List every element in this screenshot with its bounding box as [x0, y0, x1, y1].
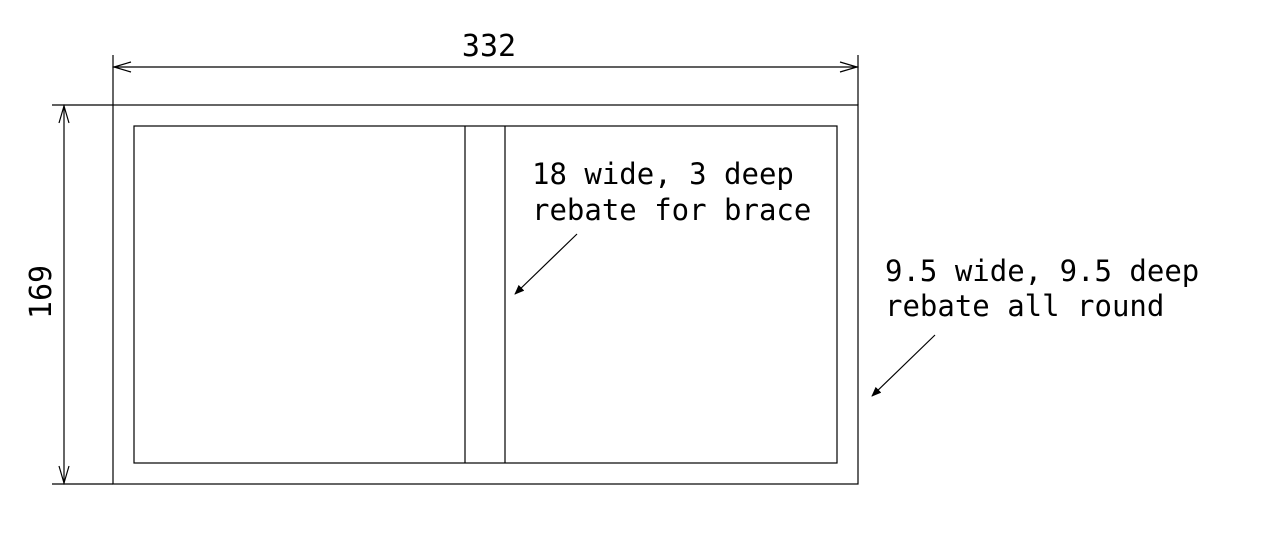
height-arrowhead-top: [58, 103, 70, 124]
brace-rebate-note: 18 wide, 3 deep rebate for brace: [514, 157, 811, 295]
width-arrowhead-right: [839, 61, 860, 73]
brace-note-line-2: rebate for brace: [532, 193, 811, 227]
outer-note-line-2: rebate all round: [885, 289, 1164, 323]
height-label: 169: [24, 265, 59, 319]
brace-leader-arrow: [514, 233, 578, 295]
outer-leader-arrow: [871, 334, 936, 397]
height-dimension: 169: [24, 103, 113, 486]
brace-note-line-1: 18 wide, 3 deep: [532, 157, 794, 191]
width-label: 332: [462, 29, 516, 64]
panel-outline: [112, 104, 859, 485]
rebate-outline: [133, 125, 838, 464]
width-arrowhead-left: [111, 61, 132, 73]
height-arrowhead-bottom: [58, 465, 70, 486]
outer-note-line-1: 9.5 wide, 9.5 deep: [885, 254, 1199, 288]
outer-rebate-note: 9.5 wide, 9.5 deep rebate all round: [871, 254, 1199, 397]
width-dimension: 332: [111, 29, 860, 105]
